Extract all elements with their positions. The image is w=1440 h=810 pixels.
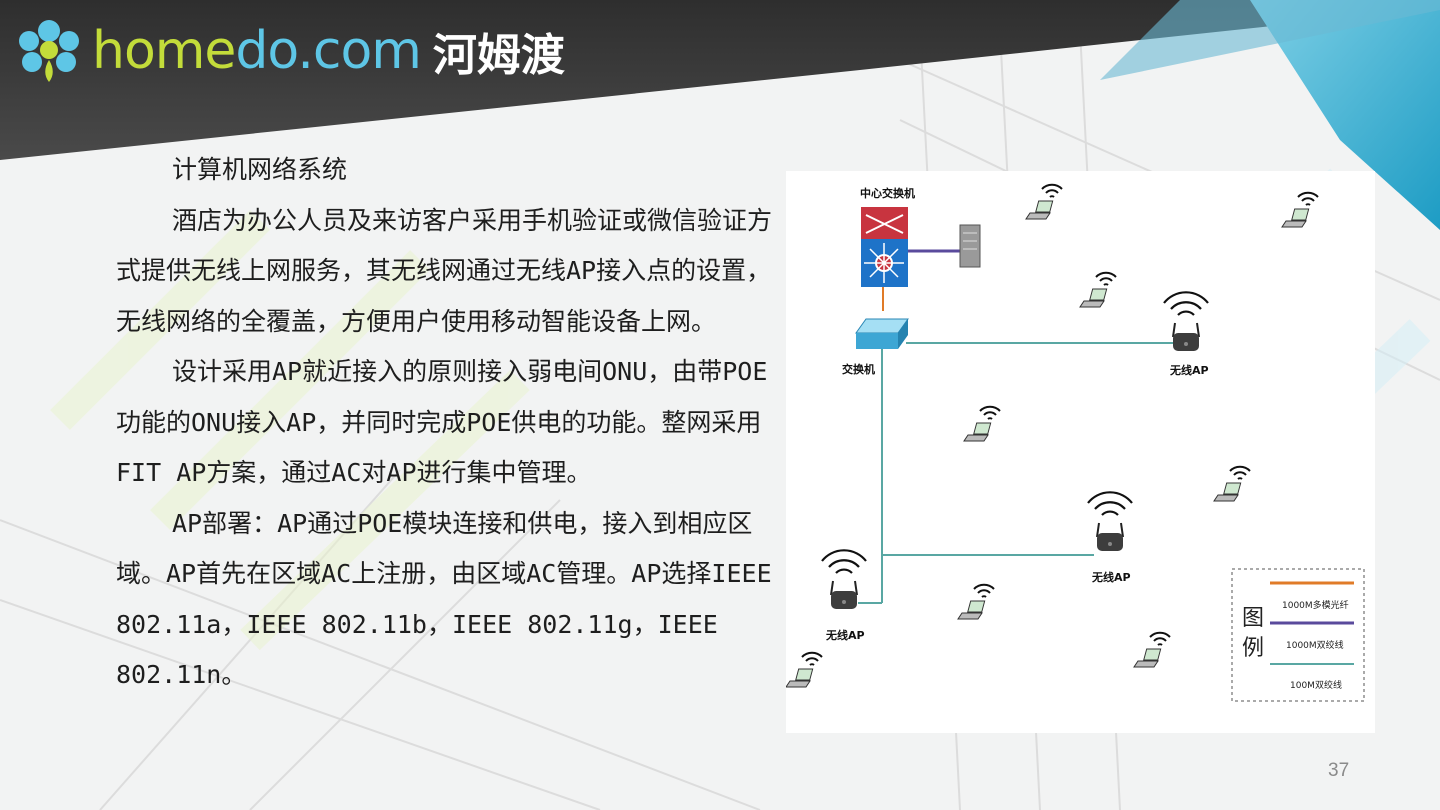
paragraph-3: AP部署：AP通过POE模块连接和供电，接入到相应区域。AP首先在区域AC上注册… (116, 508, 772, 690)
laptop-icon (1025, 183, 1063, 220)
section-heading: 计算机网络系统 (172, 155, 348, 184)
wireless-ap-icon (820, 549, 868, 611)
laptop-icon (963, 405, 1001, 442)
core-switch-icon (861, 207, 908, 287)
paragraph-2: 设计采用AP就近接入的原则接入弱电间ONU，由带POE功能的ONU接入AP，并同… (116, 357, 768, 487)
laptop-icon (1079, 271, 1117, 308)
ap-label-3: 无线AP (825, 628, 865, 642)
legend-label-1000m-twisted: 1000M双绞线 (1286, 639, 1344, 651)
network-diagram: 中心交换机 交换机 无线AP 无线AP 无线AP (785, 171, 1375, 733)
access-switch-icon (855, 318, 909, 349)
network-diagram-svg: 中心交换机 交换机 无线AP 无线AP 无线AP (785, 183, 1365, 702)
flower-logo-icon (19, 20, 79, 82)
paragraph-1: 酒店为办公人员及来访客户采用手机验证或微信验证方式提供无线上网服务，其无线网通过… (116, 205, 773, 336)
core-switch-label: 中心交换机 (860, 186, 915, 200)
logo-text-domain: do.com (235, 21, 421, 81)
switch-label: 交换机 (842, 362, 875, 376)
diagram-legend: 图 例 1000M多模光纤 1000M双绞线 100M双绞线 (1231, 568, 1365, 702)
logo-chinese-name: 河姆渡 (432, 30, 565, 81)
page-number: 37 (1328, 760, 1350, 781)
laptop-icon (1213, 465, 1251, 502)
server-icon (959, 224, 981, 268)
legend-label-fiber: 1000M多模光纤 (1282, 599, 1349, 611)
logo-text-home: home (92, 21, 236, 81)
homedo-logo: homedo.com 河姆渡 (14, 16, 565, 86)
laptop-icon (1281, 191, 1319, 228)
ap-label-1: 无线AP (1169, 363, 1209, 377)
laptop-icon (1133, 631, 1171, 668)
legend-title-2: 例 (1242, 636, 1264, 661)
legend-title-1: 图 (1242, 606, 1264, 631)
legend-label-100m-twisted: 100M双绞线 (1290, 679, 1342, 691)
body-text: 计算机网络系统 酒店为办公人员及来访客户采用手机验证或微信验证方式提供无线上网服… (116, 145, 781, 701)
wireless-ap-icon (1086, 491, 1134, 553)
laptop-icon (785, 651, 823, 688)
laptop-icon (957, 583, 995, 620)
ap-label-2: 无线AP (1091, 570, 1131, 584)
logo-wordmark: homedo.com (92, 25, 422, 77)
